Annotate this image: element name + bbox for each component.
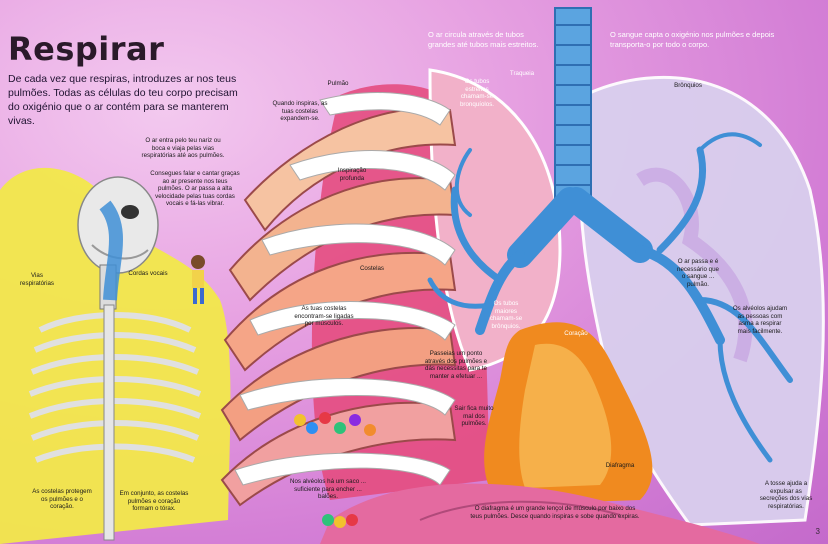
label-ribs: Costelas (352, 265, 392, 273)
label-alveoli-help: Os alvéolos ajudam as pessoas com asma a… (732, 305, 788, 335)
label-tubes-small: Os tubos estreitos chamam-se bronquíolos… (455, 78, 499, 108)
intro-paragraph: De cada vez que respiras, introduzes ar … (8, 72, 240, 128)
page-number: 3 (816, 527, 820, 536)
label-cough: A tosse ajuda a expulsar as secreções do… (758, 480, 814, 510)
label-bronchi: Brônquios (668, 82, 708, 90)
label-nose: O ar entra pelo teu nariz ou boca e viaj… (138, 137, 228, 160)
label-oxygen-blood: O ar passa e é necessário que o sangue .… (676, 258, 720, 288)
label-bubbles: Nos alvéolos há um saco ... suficiente p… (290, 478, 366, 501)
label-ribs-protect: As costelas protegem os pulmões e o cora… (30, 488, 94, 511)
label-thorax: Em conjunto, as costelas pulmões e coraç… (118, 490, 190, 513)
label-voice: Consegues falar e cantar graças ao ar pr… (150, 170, 240, 208)
top-note-blood: O sangue capta o oxigénio nos pulmões e … (610, 30, 800, 49)
label-air-out: Sair fica muito mal dos pulmões. (450, 405, 498, 428)
label-muscles: As tuas costelas encontram-se ligadas po… (292, 305, 356, 328)
label-mucus: Passeias um ponto através dos pulmões e … (424, 350, 488, 380)
top-note-tubes: O ar circula através de tubos grandes at… (428, 30, 548, 49)
page-title: Respirar (8, 30, 164, 68)
label-diaphragm: Diafragma (598, 462, 642, 470)
label-trachea: Traqueia (500, 70, 544, 78)
label-vocal-cords: Cordas vocais (128, 270, 168, 278)
trachea (555, 8, 591, 208)
label-diaphragm-note: O diafragma é um grande lençol de múscul… (470, 505, 640, 520)
label-deep-breath: Inspiração profunda (328, 167, 376, 182)
label-when-breathe: Quando inspiras, as tuas costelas expand… (270, 100, 330, 123)
label-lung: Pulmão (318, 80, 358, 88)
label-heart: Coração (556, 330, 596, 338)
label-tubes-large: Os tubos maiores chamam-se brônquios. (482, 300, 530, 330)
label-airways-left: Vias respiratórias (14, 272, 60, 287)
